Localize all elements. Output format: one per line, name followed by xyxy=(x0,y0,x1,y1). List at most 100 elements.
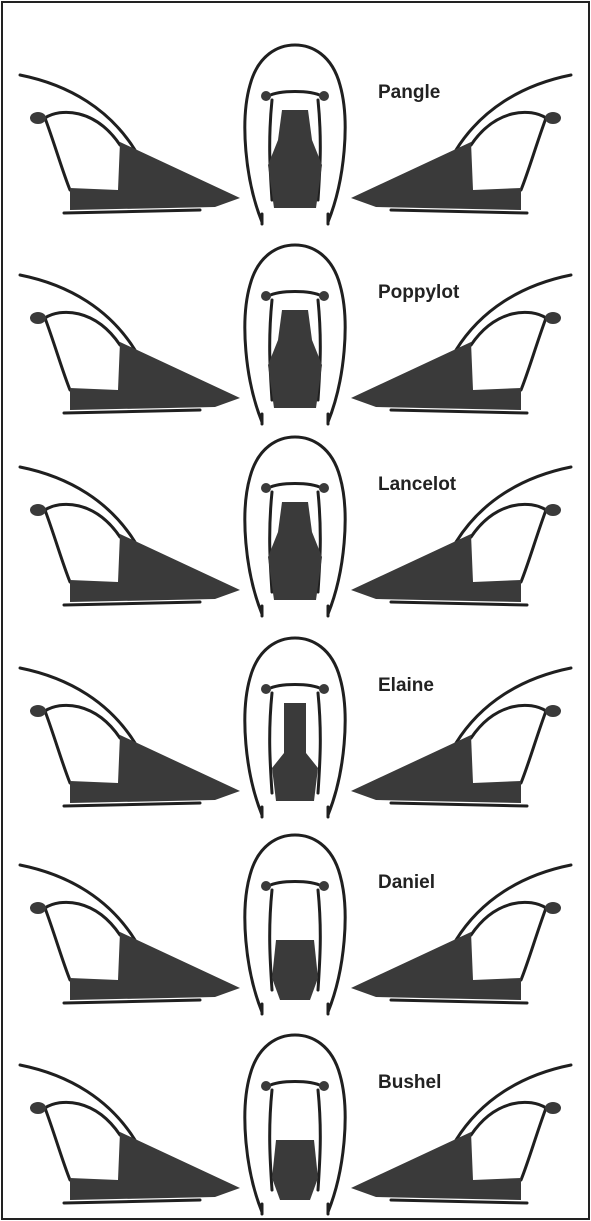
nostril-right-icon xyxy=(319,684,329,694)
eye-icon xyxy=(30,112,46,124)
bill-marking xyxy=(351,342,521,410)
jaw-line xyxy=(391,1000,527,1003)
panel-name-label: Daniel xyxy=(378,872,435,893)
jaw-line xyxy=(391,1200,527,1203)
panel-elaine: Elaine xyxy=(20,638,571,817)
cere-bar xyxy=(268,685,322,690)
bill-marking xyxy=(351,534,521,602)
bottom-ticks xyxy=(262,1204,328,1214)
panel-pangle: Pangle xyxy=(20,45,571,224)
eye-icon xyxy=(30,902,46,914)
front-view xyxy=(245,835,345,1014)
eye-icon xyxy=(545,312,561,324)
gorget-marking xyxy=(268,110,322,208)
left-side-view xyxy=(20,865,240,1003)
gorget-marking xyxy=(272,1140,318,1200)
bill-marking xyxy=(351,735,521,803)
eye-icon xyxy=(545,504,561,516)
mandible-outline xyxy=(45,1102,120,1180)
nostril-left-icon xyxy=(261,91,271,101)
bottom-ticks xyxy=(262,1004,328,1014)
panel-name-label: Elaine xyxy=(378,675,434,696)
gorget-marking xyxy=(268,310,322,408)
bill-marking xyxy=(351,1132,521,1200)
eye-icon xyxy=(30,312,46,324)
mandible-outline xyxy=(45,112,120,190)
front-view xyxy=(245,1035,345,1214)
front-view xyxy=(245,437,345,616)
bill-marking xyxy=(351,142,521,210)
panel-name-label: Pangle xyxy=(378,82,440,103)
mandible-outline xyxy=(45,902,120,980)
nostril-left-icon xyxy=(261,684,271,694)
nostril-left-icon xyxy=(261,291,271,301)
mandible-outline xyxy=(45,504,120,582)
gorget-marking xyxy=(272,703,318,801)
nostril-right-icon xyxy=(319,1081,329,1091)
nostril-left-icon xyxy=(261,483,271,493)
jaw-line xyxy=(64,410,200,413)
mandible-outline xyxy=(471,312,546,390)
front-view xyxy=(245,638,345,817)
jaw-line xyxy=(64,803,200,806)
cere-bar xyxy=(268,1082,322,1087)
bill-marking xyxy=(351,932,521,1000)
bill-marking xyxy=(70,1132,240,1200)
mandible-outline xyxy=(471,1102,546,1180)
nostril-right-icon xyxy=(319,483,329,493)
left-side-view xyxy=(20,75,240,213)
panel-lancelot: Lancelot xyxy=(20,437,571,616)
panel-poppylot: Poppylot xyxy=(20,245,571,424)
front-view xyxy=(245,45,345,224)
gorget-marking xyxy=(268,502,322,600)
panel-name-label: Bushel xyxy=(378,1072,441,1093)
jaw-line xyxy=(391,602,527,605)
cere-bar xyxy=(268,92,322,97)
nostril-right-icon xyxy=(319,91,329,101)
left-side-view xyxy=(20,275,240,413)
eye-icon xyxy=(30,1102,46,1114)
eye-icon xyxy=(30,705,46,717)
mandible-outline xyxy=(471,112,546,190)
jaw-line xyxy=(64,602,200,605)
eye-icon xyxy=(545,705,561,717)
cere-bar xyxy=(268,292,322,297)
cere-bar xyxy=(268,484,322,489)
nostril-right-icon xyxy=(319,291,329,301)
gorget-marking xyxy=(272,940,318,1000)
panel-bushel: Bushel xyxy=(20,1035,571,1214)
jaw-line xyxy=(391,803,527,806)
mandible-outline xyxy=(471,504,546,582)
mandible-outline xyxy=(471,902,546,980)
bill-marking xyxy=(70,932,240,1000)
bill-marking xyxy=(70,534,240,602)
panel-name-label: Lancelot xyxy=(378,474,457,495)
bottom-ticks xyxy=(262,807,328,817)
nostril-right-icon xyxy=(319,881,329,891)
eye-icon xyxy=(30,504,46,516)
jaw-line xyxy=(64,210,200,213)
mandible-outline xyxy=(45,312,120,390)
bottom-ticks xyxy=(262,606,328,616)
left-side-view xyxy=(20,1065,240,1203)
bill-marking xyxy=(70,342,240,410)
bottom-ticks xyxy=(262,414,328,424)
mandible-outline xyxy=(45,705,120,783)
jaw-line xyxy=(391,410,527,413)
bill-marking xyxy=(70,142,240,210)
left-side-view xyxy=(20,668,240,806)
nostril-left-icon xyxy=(261,1081,271,1091)
nostril-left-icon xyxy=(261,881,271,891)
bill-marking xyxy=(70,735,240,803)
jaw-line xyxy=(64,1200,200,1203)
panel-daniel: Daniel xyxy=(20,835,571,1014)
front-view xyxy=(245,245,345,424)
jaw-line xyxy=(64,1000,200,1003)
panel-name-label: Poppylot xyxy=(378,282,460,303)
eye-icon xyxy=(545,112,561,124)
eye-icon xyxy=(545,1102,561,1114)
eye-icon xyxy=(545,902,561,914)
mandible-outline xyxy=(471,705,546,783)
left-side-view xyxy=(20,467,240,605)
